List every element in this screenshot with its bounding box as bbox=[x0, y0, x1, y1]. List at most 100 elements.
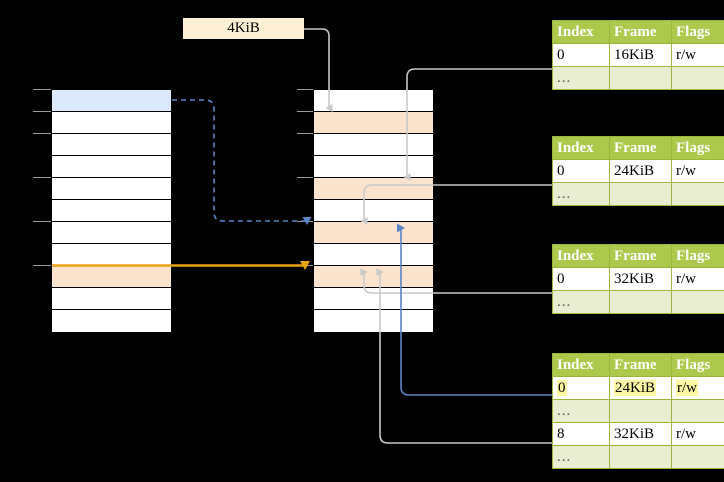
memory-row bbox=[52, 134, 171, 156]
page-table-row: ... bbox=[552, 66, 724, 90]
page-table-cell: r/w bbox=[671, 43, 724, 67]
page-table-cell bbox=[671, 290, 724, 314]
memory-row bbox=[52, 178, 171, 200]
tick-mark bbox=[297, 89, 313, 90]
page-table-cell: 32KiB bbox=[609, 267, 672, 291]
page-table-cell bbox=[609, 445, 672, 469]
tick-mark bbox=[33, 221, 51, 222]
tick-mark bbox=[33, 133, 51, 134]
tick-mark bbox=[33, 265, 51, 266]
page-table-row: ... bbox=[552, 290, 724, 314]
column-header-index: Index bbox=[552, 20, 610, 44]
page-table-cell: 16KiB bbox=[609, 43, 672, 67]
memory-row bbox=[314, 156, 433, 178]
memory-row bbox=[314, 310, 433, 332]
column-header-index: Index bbox=[552, 136, 610, 160]
page-table-cell: ... bbox=[552, 66, 610, 90]
memory-row bbox=[314, 90, 433, 112]
page-table-row: ... bbox=[552, 399, 724, 423]
column-header-frame: Frame bbox=[609, 20, 672, 44]
column-header-flags: Flags bbox=[671, 244, 724, 268]
memory-row bbox=[314, 178, 433, 200]
page-table-cell bbox=[671, 399, 724, 423]
highlighted-value: 0 bbox=[557, 379, 567, 396]
page-table-row: 0 24KiB r/w bbox=[552, 376, 724, 400]
column-header-index: Index bbox=[552, 353, 610, 377]
page-table-cell: r/w bbox=[671, 267, 724, 291]
highlighted-value: r/w bbox=[676, 379, 698, 396]
memory-row bbox=[314, 222, 433, 244]
page-table-cell: 24KiB bbox=[609, 376, 672, 400]
page-table-row: ... bbox=[552, 182, 724, 206]
page-table-cell: 0 bbox=[552, 159, 610, 183]
page-table-row: ... bbox=[552, 445, 724, 469]
memory-row bbox=[52, 112, 171, 134]
tick-mark bbox=[297, 265, 313, 266]
memory-row bbox=[314, 112, 433, 134]
page-table-cell bbox=[609, 182, 672, 206]
tick-mark bbox=[297, 177, 313, 178]
page-table-cell: 0 bbox=[552, 43, 610, 67]
tick-mark bbox=[33, 177, 51, 178]
page-table-cell: r/w bbox=[671, 422, 724, 446]
memory-row bbox=[52, 310, 171, 332]
page-table-cell: ... bbox=[552, 399, 610, 423]
page-table-cell bbox=[609, 66, 672, 90]
tick-mark bbox=[33, 111, 51, 112]
page-table-cell: r/w bbox=[671, 376, 724, 400]
size-label-4kib: 4KiB bbox=[183, 18, 304, 39]
page-table-cell: ... bbox=[552, 290, 610, 314]
column-header-flags: Flags bbox=[671, 136, 724, 160]
column-header-frame: Frame bbox=[609, 353, 672, 377]
page-table-cell bbox=[671, 182, 724, 206]
page-table-cell: 0 bbox=[552, 376, 610, 400]
tick-mark bbox=[33, 89, 51, 90]
memory-row bbox=[52, 244, 171, 266]
page-table-cell: r/w bbox=[671, 159, 724, 183]
wire-virtual-to-physical-dashed bbox=[172, 99, 312, 225]
tick-mark bbox=[297, 133, 313, 134]
page-table-cell bbox=[671, 66, 724, 90]
tick-mark bbox=[297, 111, 313, 112]
page-table-cell: 0 bbox=[552, 267, 610, 291]
page-table-cell: 32KiB bbox=[609, 422, 672, 446]
tick-mark bbox=[297, 221, 313, 222]
memory-row bbox=[52, 90, 171, 112]
memory-row bbox=[314, 288, 433, 310]
memory-row bbox=[52, 288, 171, 310]
column-header-flags: Flags bbox=[671, 353, 724, 377]
memory-row bbox=[52, 266, 171, 288]
physical-memory-column bbox=[313, 89, 434, 332]
memory-row bbox=[52, 200, 171, 222]
page-table-cell: ... bbox=[552, 182, 610, 206]
column-header-index: Index bbox=[552, 244, 610, 268]
highlighted-value: 24KiB bbox=[614, 379, 657, 396]
page-table-cell bbox=[671, 445, 724, 469]
memory-row bbox=[314, 244, 433, 266]
page-table-cell: 8 bbox=[552, 422, 610, 446]
memory-row bbox=[52, 222, 171, 244]
column-header-frame: Frame bbox=[609, 244, 672, 268]
page-table-cell: ... bbox=[552, 445, 610, 469]
memory-row bbox=[314, 134, 433, 156]
memory-row bbox=[52, 156, 171, 178]
memory-row bbox=[314, 200, 433, 222]
virtual-address-space-column bbox=[51, 89, 172, 332]
column-header-flags: Flags bbox=[671, 20, 724, 44]
memory-row bbox=[314, 266, 433, 288]
page-table-cell: 24KiB bbox=[609, 159, 672, 183]
page-table-cell bbox=[609, 290, 672, 314]
